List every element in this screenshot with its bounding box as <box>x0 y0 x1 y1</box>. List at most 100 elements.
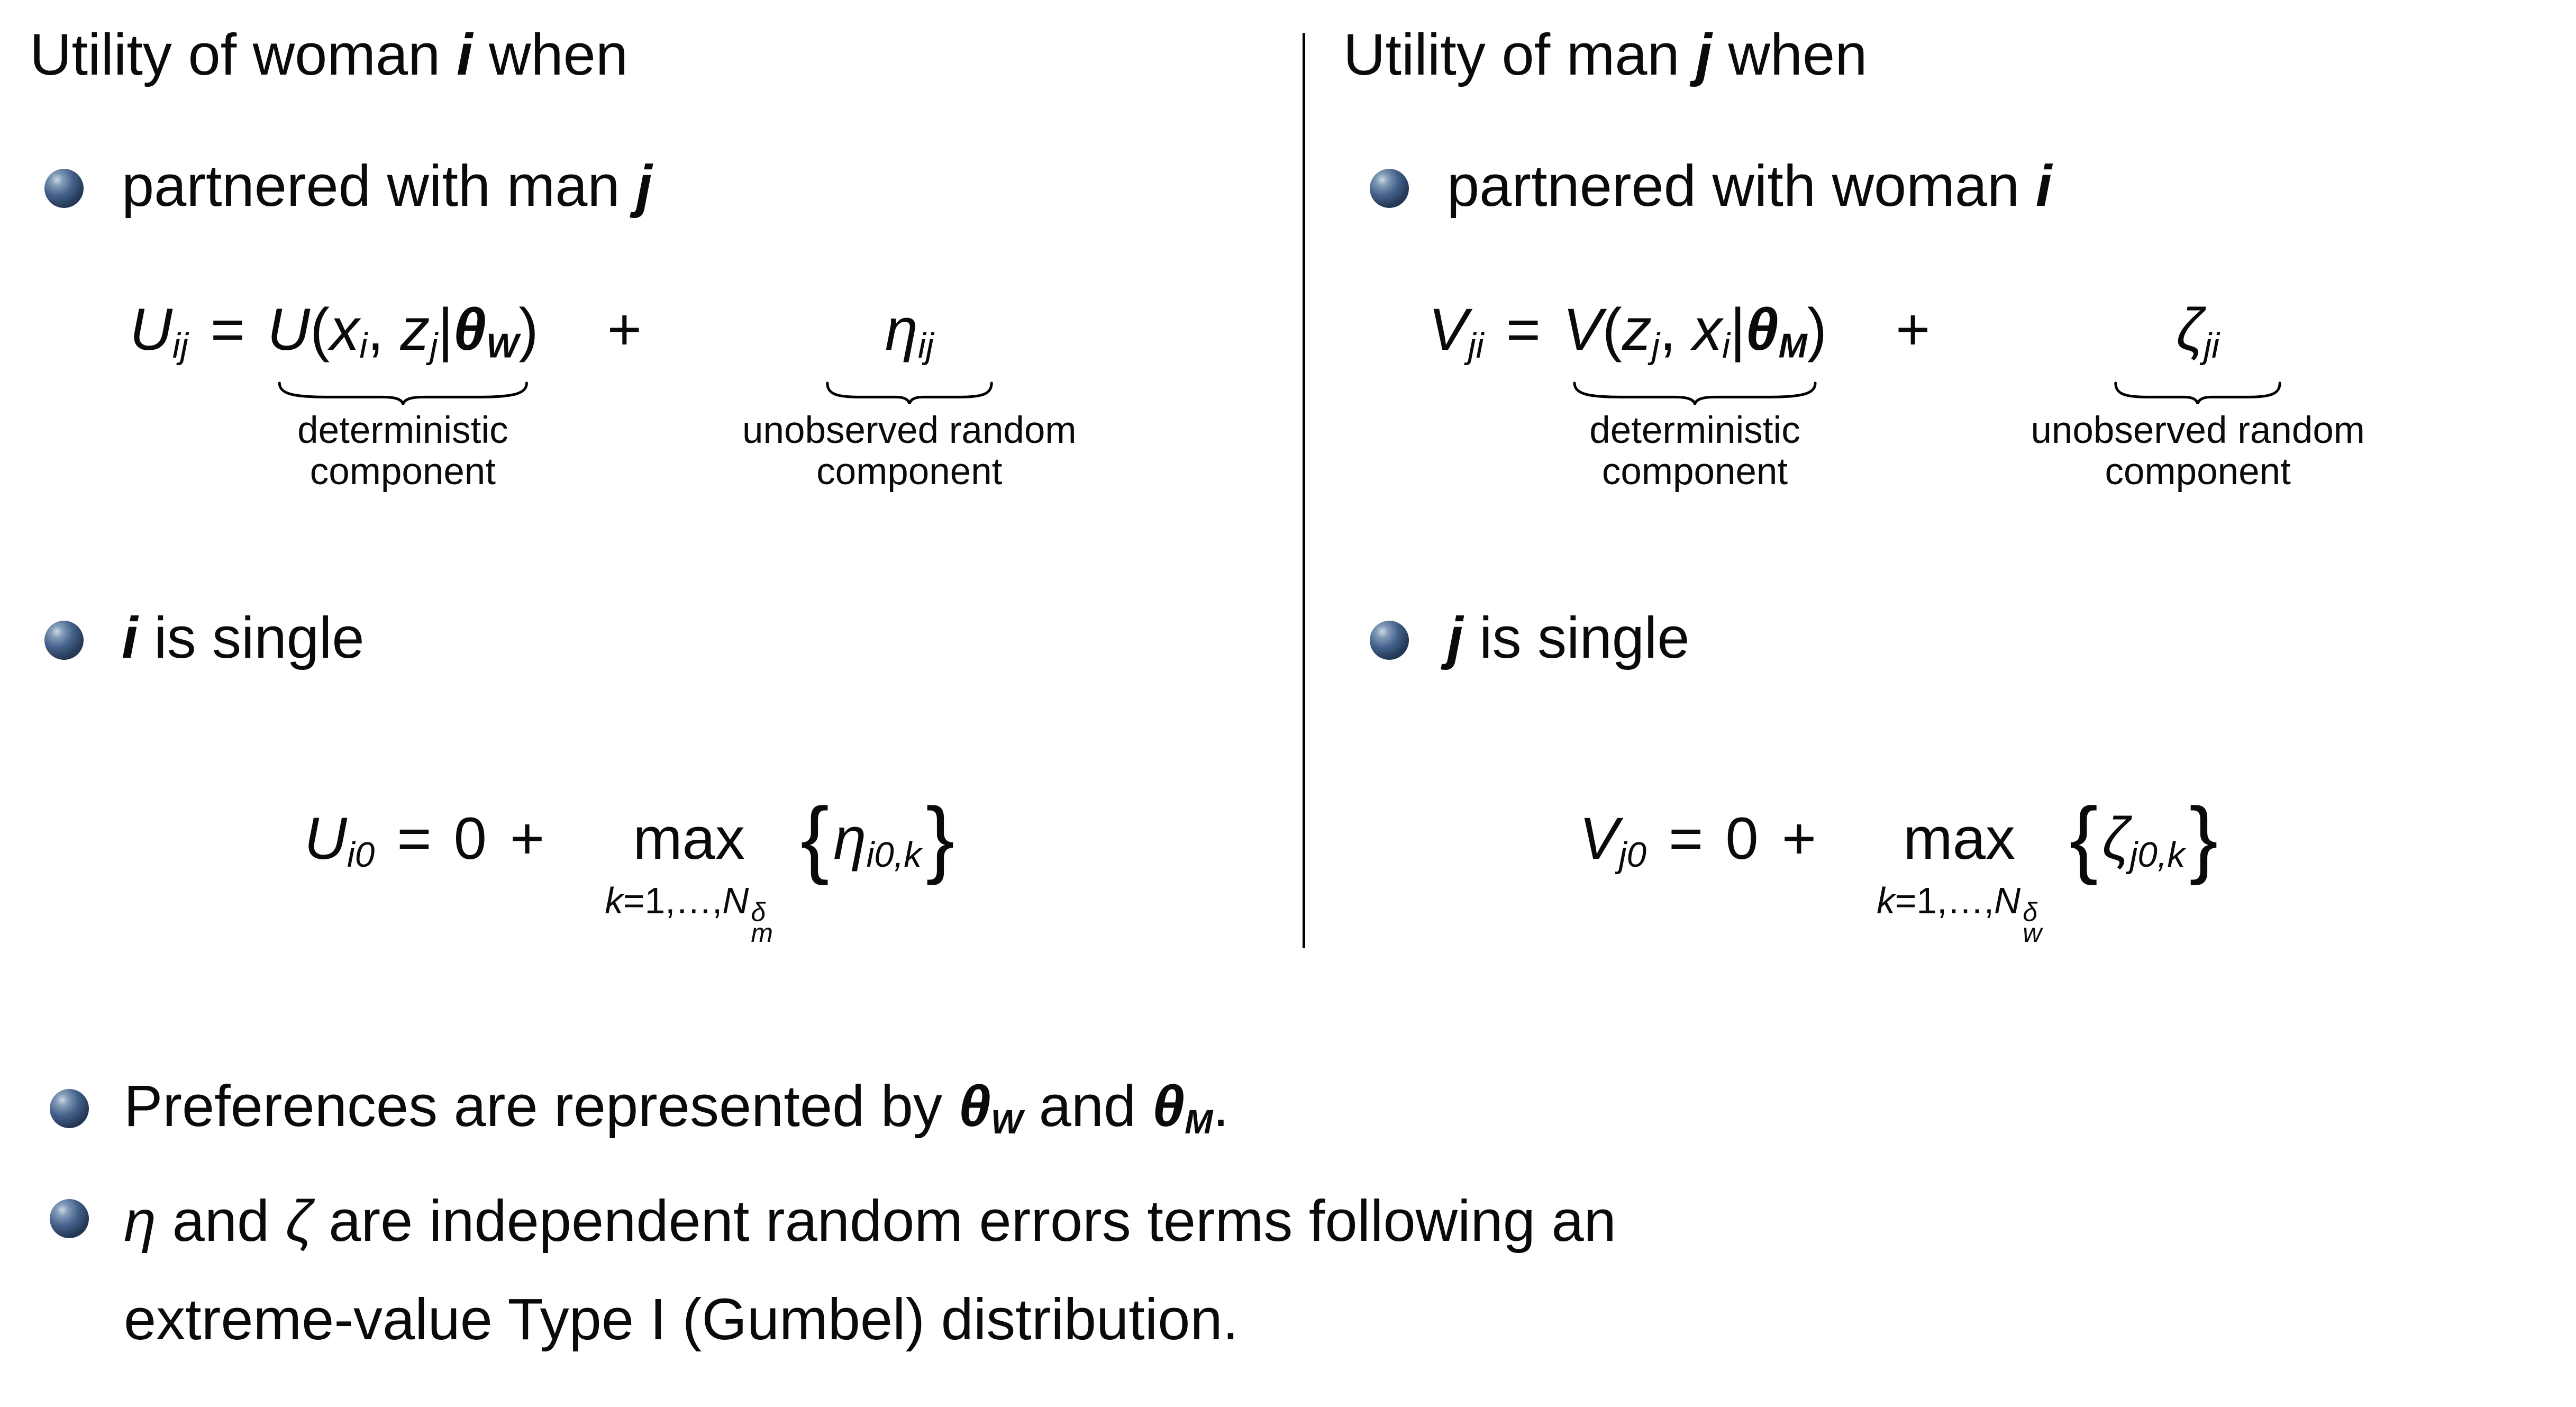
plus-sign: + <box>1896 296 1931 362</box>
comma: , <box>367 296 400 362</box>
noise-term: {ζj0,k} <box>2065 774 2222 886</box>
open-paren: ( <box>310 296 330 362</box>
math-token: V <box>1579 805 1619 872</box>
noise-expression: ηij <box>885 291 934 369</box>
math-token: V <box>1562 296 1603 362</box>
open-paren: ( <box>1602 296 1622 362</box>
title-text: when <box>1712 22 1868 87</box>
theta-subscript: W <box>486 326 519 365</box>
close-curly-brace: } <box>926 790 955 886</box>
math-var: i <box>2035 153 2052 219</box>
subscript: w <box>2023 918 2042 948</box>
theta-subscript: M <box>1778 326 1807 365</box>
bullet-ball-icon <box>44 169 84 208</box>
theta-subscript: W <box>990 1103 1023 1141</box>
math-token: ζ <box>2102 805 2130 872</box>
math-subscript: ij <box>172 325 188 366</box>
math-token: N <box>1994 879 2021 921</box>
bullet-ball-icon <box>1370 621 1409 660</box>
math-token: N <box>722 879 749 921</box>
bullet-text-part: and <box>1023 1074 1152 1139</box>
close-paren: ) <box>518 296 539 362</box>
label-line: deterministic <box>297 410 508 452</box>
math-token: U <box>304 805 347 872</box>
title-text: Utility of woman <box>30 22 457 87</box>
bullet-ball-icon <box>50 1089 89 1128</box>
label-line: unobserved random <box>742 410 1077 452</box>
bullet-ball-icon <box>44 621 84 660</box>
theta-symbol: θ <box>1152 1074 1185 1139</box>
math-subscript: j <box>1651 325 1660 366</box>
bullet-text-part: and <box>156 1188 286 1254</box>
math-var: i <box>456 22 473 87</box>
bullet-ball-icon <box>50 1199 89 1238</box>
math-token: x <box>330 296 360 362</box>
underbrace-icon <box>1571 382 1819 405</box>
bullet-ball-icon <box>1370 169 1409 208</box>
bullet-item-single: i is single <box>44 602 365 675</box>
label-line: unobserved random <box>2031 410 2365 452</box>
bullet-text-part: is single <box>138 605 365 670</box>
math-subscript: j0,k <box>2129 834 2185 875</box>
math-token: η <box>885 296 918 362</box>
equals-sign: = <box>397 805 432 872</box>
math-var: j <box>1447 605 1463 670</box>
math-var: j <box>1696 22 1712 87</box>
math-token: η <box>833 805 867 872</box>
title-text: when <box>472 22 628 87</box>
underbrace-icon <box>825 382 994 405</box>
math-token: z <box>1622 296 1652 362</box>
math-token: k <box>605 879 624 921</box>
conditional-bar: | <box>1730 296 1746 362</box>
max-label: max <box>1903 805 2015 872</box>
noise-term: {ηi0,k} <box>796 774 959 886</box>
equals-sign: = <box>1506 296 1541 362</box>
equation-lhs: Uij= <box>130 291 267 369</box>
deterministic-expression: U(xi, zj|θW) <box>267 291 538 369</box>
math-subscript: ij <box>917 325 934 366</box>
plus-sign: + <box>1781 805 1817 872</box>
column-divider <box>1303 33 1305 948</box>
math-subscript: ji <box>1468 325 1484 366</box>
math-token: =1,…, <box>1895 879 1995 921</box>
math-token: V <box>1428 296 1468 362</box>
math-token: U <box>130 296 172 362</box>
theta-subscript: M <box>1185 1103 1213 1141</box>
math-token: ζ <box>2176 296 2204 362</box>
comma: , <box>1659 296 1693 362</box>
eta-symbol: η <box>124 1188 157 1254</box>
math-token: U <box>267 296 311 362</box>
bullet-text: Preferences are represented by θW and θM… <box>124 1070 1229 1143</box>
bullet-item-single: j is single <box>1370 602 1690 675</box>
theta-symbol: θ <box>1745 296 1779 362</box>
bullet-text-line: η and ζ are independent random errors te… <box>124 1172 1616 1270</box>
bullet-item-partnered: partnered with woman i <box>1370 150 2052 223</box>
conditional-bar: | <box>438 296 453 362</box>
underbrace-icon <box>276 382 531 405</box>
close-paren: ) <box>1807 296 1827 362</box>
zeta-symbol: ζ <box>285 1188 313 1254</box>
underbrace-icon <box>2113 382 2282 405</box>
label-line: component <box>816 451 1003 493</box>
bullet-text-part: . <box>1213 1074 1229 1139</box>
zero: 0 <box>453 805 487 872</box>
noise-expression: ζji <box>2176 291 2219 369</box>
bullet-text: partnered with woman i <box>1447 150 2052 223</box>
plus-sign: + <box>607 296 642 362</box>
bullet-text: i is single <box>122 602 365 675</box>
bullet-text-part: Preferences are represented by <box>124 1074 959 1139</box>
math-token: z <box>400 296 430 362</box>
theta-symbol: θ <box>453 296 486 362</box>
bullet-text: partnered with man j <box>122 150 652 223</box>
max-label: max <box>633 805 745 872</box>
